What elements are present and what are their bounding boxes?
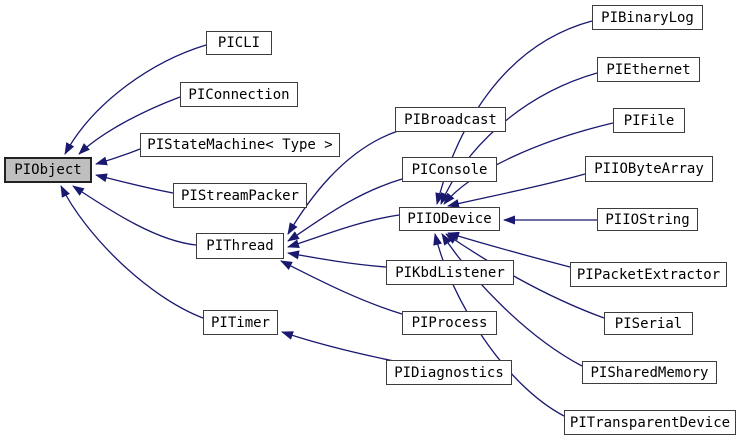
class-node-piconnection[interactable]: PIConnection [180, 82, 298, 107]
class-node-pikbdlistener[interactable]: PIKbdListener [386, 260, 514, 285]
class-node-piobject[interactable]: PIObject [4, 157, 92, 183]
class-node-pifile[interactable]: PIFile [613, 108, 685, 133]
class-node-piethernet[interactable]: PIEthernet [597, 57, 700, 82]
class-node-piprocess[interactable]: PIProcess [402, 311, 497, 335]
class-node-pitransparentdevice[interactable]: PITransparentDevice [564, 410, 736, 435]
class-node-pistatemachine[interactable]: PIStateMachine< Type > [140, 133, 340, 157]
class-node-piiobytearray[interactable]: PIIOByteArray [585, 156, 713, 182]
class-node-pipacketextractor[interactable]: PIPacketExtractor [570, 262, 727, 287]
class-node-piserial[interactable]: PISerial [604, 312, 693, 335]
class-node-pithread[interactable]: PIThread [196, 233, 284, 259]
class-node-pibinarylog[interactable]: PIBinaryLog [592, 5, 703, 30]
class-node-piiodevice[interactable]: PIIODevice [399, 207, 500, 231]
class-node-piconsole[interactable]: PIConsole [402, 157, 497, 182]
class-node-pibroadcast[interactable]: PIBroadcast [395, 107, 506, 132]
class-node-pisharedmemory[interactable]: PISharedMemory [582, 361, 717, 384]
class-node-pidiagnostics[interactable]: PIDiagnostics [386, 360, 512, 385]
class-node-pistreampacker[interactable]: PIStreamPacker [173, 183, 307, 208]
class-node-picli[interactable]: PICLI [206, 31, 272, 55]
class-node-piiostring[interactable]: PIIOString [597, 208, 698, 231]
class-node-pitimer[interactable]: PITimer [203, 310, 278, 335]
